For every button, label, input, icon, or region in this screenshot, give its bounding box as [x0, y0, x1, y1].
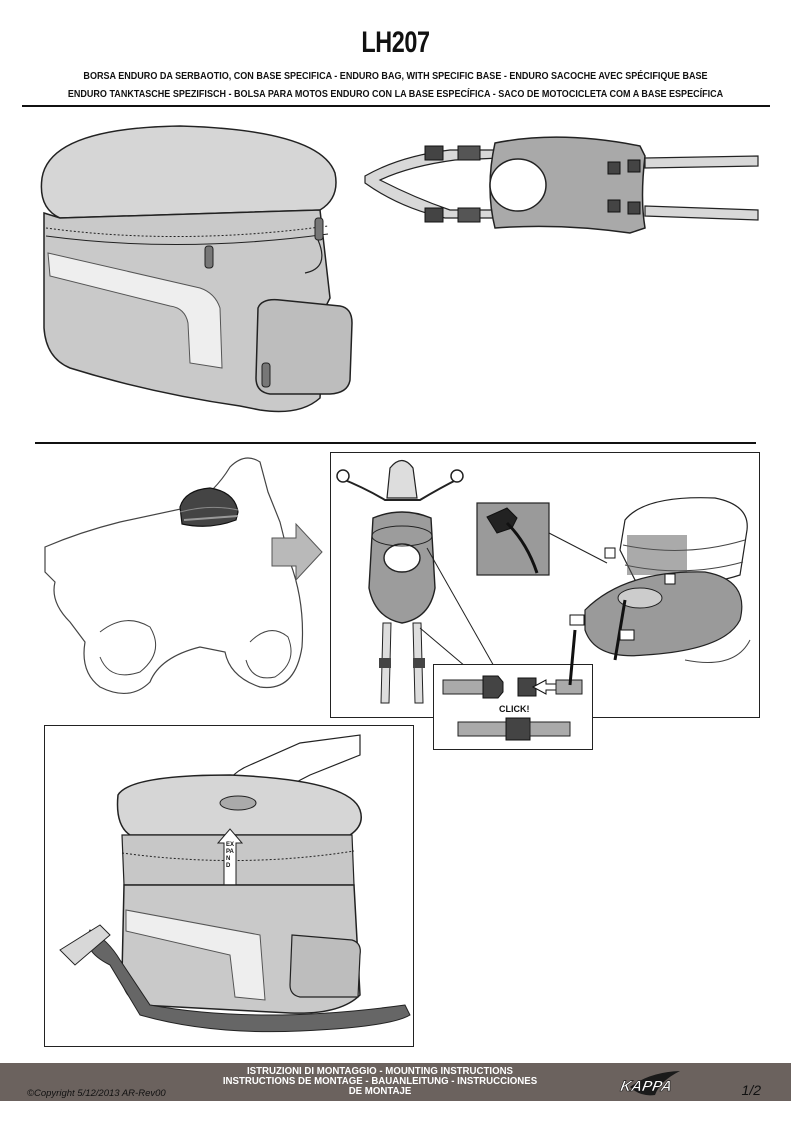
bag-on-tank-illustration	[568, 497, 751, 686]
instructions-line-2: INSTRUCTIONS DE MONTAGE - BAUANLEITUNG -…	[222, 1075, 538, 1087]
click-label: CLICK!	[499, 704, 530, 714]
arrow-right-icon	[271, 522, 323, 582]
footer-instructions: ISTRUZIONI DI MONTAGGIO - MOUNTING INSTR…	[214, 1065, 545, 1097]
base-harness-illustration	[364, 136, 759, 234]
svg-text:KAPPA: KAPPA	[619, 1078, 673, 1095]
buckle-connect-illustration	[442, 675, 583, 741]
page-title: LH207	[361, 26, 430, 59]
header-rule	[22, 105, 770, 107]
motorcycle-top-view-illustration	[336, 459, 496, 704]
instructions-line-1: ISTRUZIONI DI MONTAGGIO - MOUNTING INSTR…	[247, 1065, 513, 1077]
expanded-bag-illustration	[59, 734, 411, 1033]
subtitle-line-1: BORSA ENDURO DA SERBAOTIO, CON BASE SPEC…	[83, 70, 708, 82]
subtitle-line-2: ENDURO TANKTASCHE SPEZIFISCH - BOLSA PAR…	[67, 88, 724, 100]
strap-hook-closeup-illustration	[476, 502, 608, 576]
motorcycle-outline-illustration	[44, 457, 304, 694]
copyright-notice: ©Copyright 5/12/2013 AR-Rev00	[27, 1088, 166, 1099]
footer-bar: ISTRUZIONI DI MONTAGGIO - MOUNTING INSTR…	[0, 1063, 791, 1101]
section-rule	[35, 442, 756, 444]
instructions-line-3: DE MONTAJE	[348, 1085, 412, 1097]
expand-label: EXPAND	[226, 842, 235, 869]
page-number: 1/2	[741, 1082, 761, 1098]
tank-bag-illustration	[40, 125, 353, 413]
kappa-logo-icon: KAPPA	[619, 1071, 680, 1096]
